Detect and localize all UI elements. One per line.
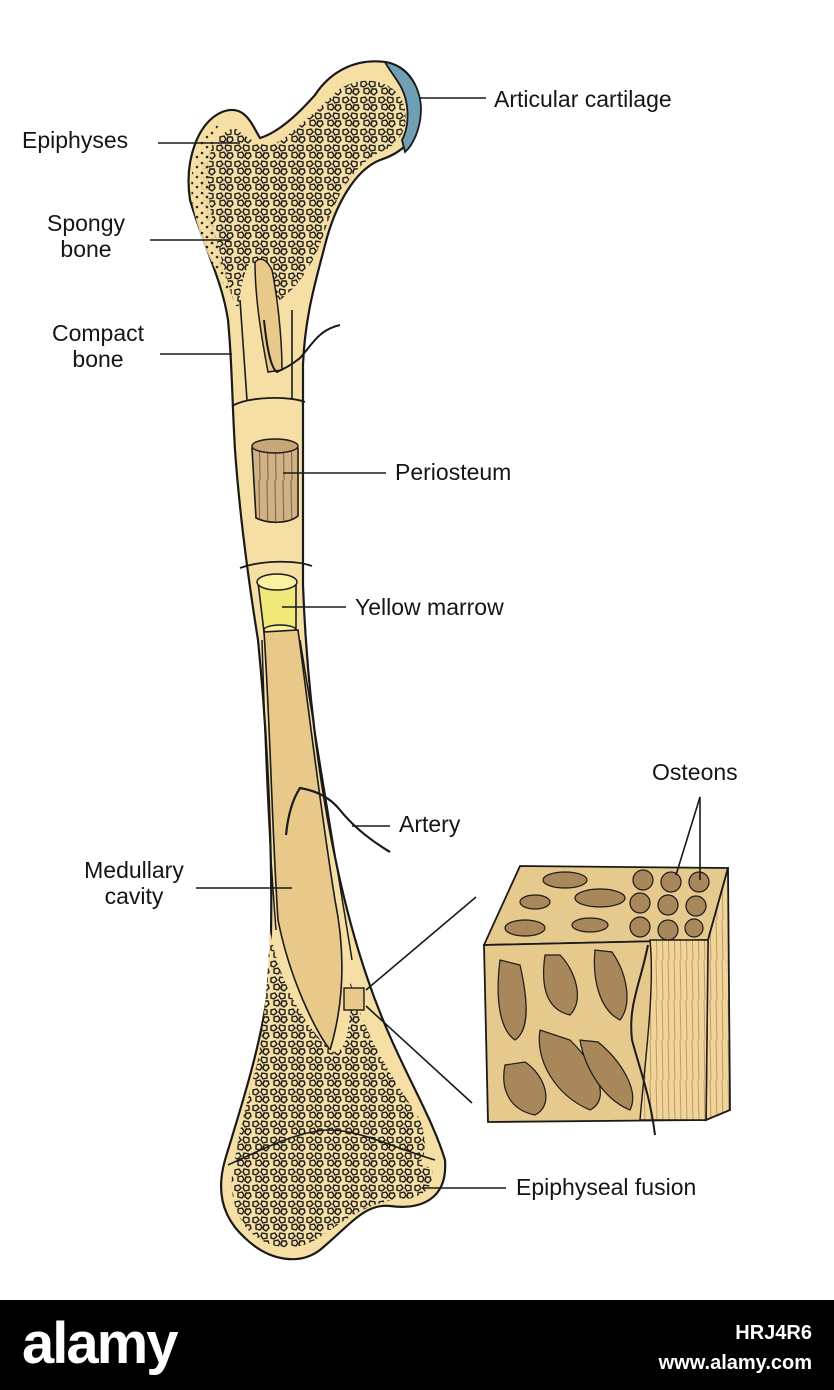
label-yellow-marrow: Yellow marrow bbox=[355, 594, 504, 620]
compact-line-lower-left bbox=[261, 639, 277, 931]
label-epiphyses: Epiphyses bbox=[22, 127, 129, 153]
label-artery: Artery bbox=[399, 811, 461, 837]
label-periosteum: Periosteum bbox=[395, 459, 512, 485]
label-osteons: Osteons bbox=[652, 759, 738, 785]
upper-artery bbox=[263, 319, 341, 374]
alamy-logo: alamy bbox=[22, 1311, 178, 1376]
watermark-footer: alamy HRJ4R6 www.alamy.com bbox=[0, 1300, 834, 1390]
shaft-cut-top bbox=[231, 397, 306, 407]
epiphyseal-line bbox=[227, 1129, 436, 1166]
label-medullary-cavity-line2: cavity bbox=[104, 883, 164, 909]
label-spongy-bone-line1: Spongy bbox=[46, 210, 125, 236]
leader-osteons-1 bbox=[675, 796, 701, 876]
femur-outline bbox=[187, 60, 447, 1261]
site-url: www.alamy.com bbox=[658, 1352, 812, 1374]
label-spongy-bone-line2: bone bbox=[60, 236, 112, 262]
medullary-cavity bbox=[263, 629, 343, 1052]
sample-box bbox=[343, 987, 365, 1011]
label-compact-bone-line2: bone bbox=[72, 346, 124, 372]
label-medullary-cavity-line1: Medullary bbox=[84, 857, 184, 883]
label-compact-bone-line1: Compact bbox=[51, 320, 145, 346]
block-compact-front bbox=[639, 939, 709, 1121]
proximal-dots bbox=[191, 118, 233, 300]
compact-bone-line-left bbox=[239, 299, 248, 401]
yellow-marrow-top bbox=[256, 573, 298, 591]
periosteum-top bbox=[251, 438, 299, 454]
distal-spongy-bone bbox=[234, 930, 425, 1209]
distal-epiphysis-spongy bbox=[231, 1140, 433, 1248]
image-id: HRJ4R6 bbox=[735, 1322, 812, 1344]
proximal-spongy-bone bbox=[200, 80, 406, 311]
proximal-medullary bbox=[254, 258, 283, 373]
bone-block bbox=[482, 865, 731, 1136]
zoom-line-bottom bbox=[365, 1005, 473, 1104]
periosteum-window bbox=[251, 441, 299, 524]
articular-cartilage-cap bbox=[383, 60, 422, 154]
label-epiphyseal-fusion: Epiphyseal fusion bbox=[516, 1174, 697, 1200]
label-articular-cartilage: Articular cartilage bbox=[494, 86, 672, 112]
lower-artery bbox=[284, 786, 391, 853]
bone-diagram bbox=[150, 60, 731, 1261]
shaft-cut-mid bbox=[239, 560, 313, 569]
zoom-line-top bbox=[365, 896, 477, 991]
